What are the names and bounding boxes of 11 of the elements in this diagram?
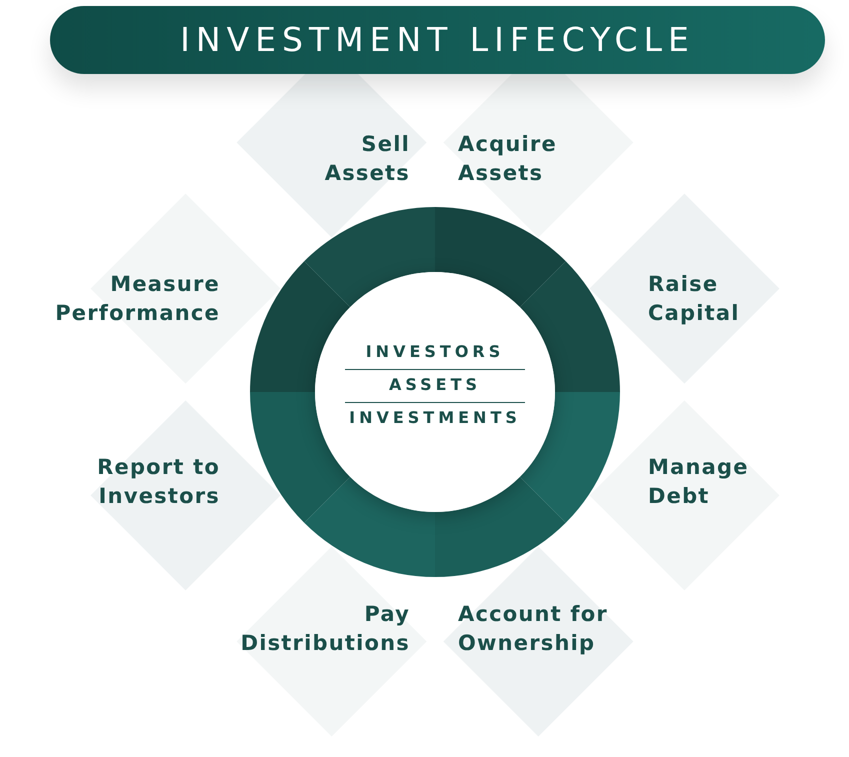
stage-label: Measure Performance (40, 270, 220, 328)
title-banner: INVESTMENT LIFECYCLE (50, 6, 825, 74)
stage-label: Sell Assets (315, 130, 410, 188)
center-label: INVESTMENTS (348, 408, 522, 427)
stage-label: Pay Distributions (230, 600, 410, 658)
center-label: ASSETS (388, 375, 482, 394)
center-label: INVESTORS (364, 342, 506, 361)
stage-label: Account for Ownership (458, 600, 658, 658)
stage-label: Acquire Assets (458, 130, 573, 188)
stage-label: Raise Capital (648, 270, 758, 328)
stage-label: Manage Debt (648, 453, 758, 511)
